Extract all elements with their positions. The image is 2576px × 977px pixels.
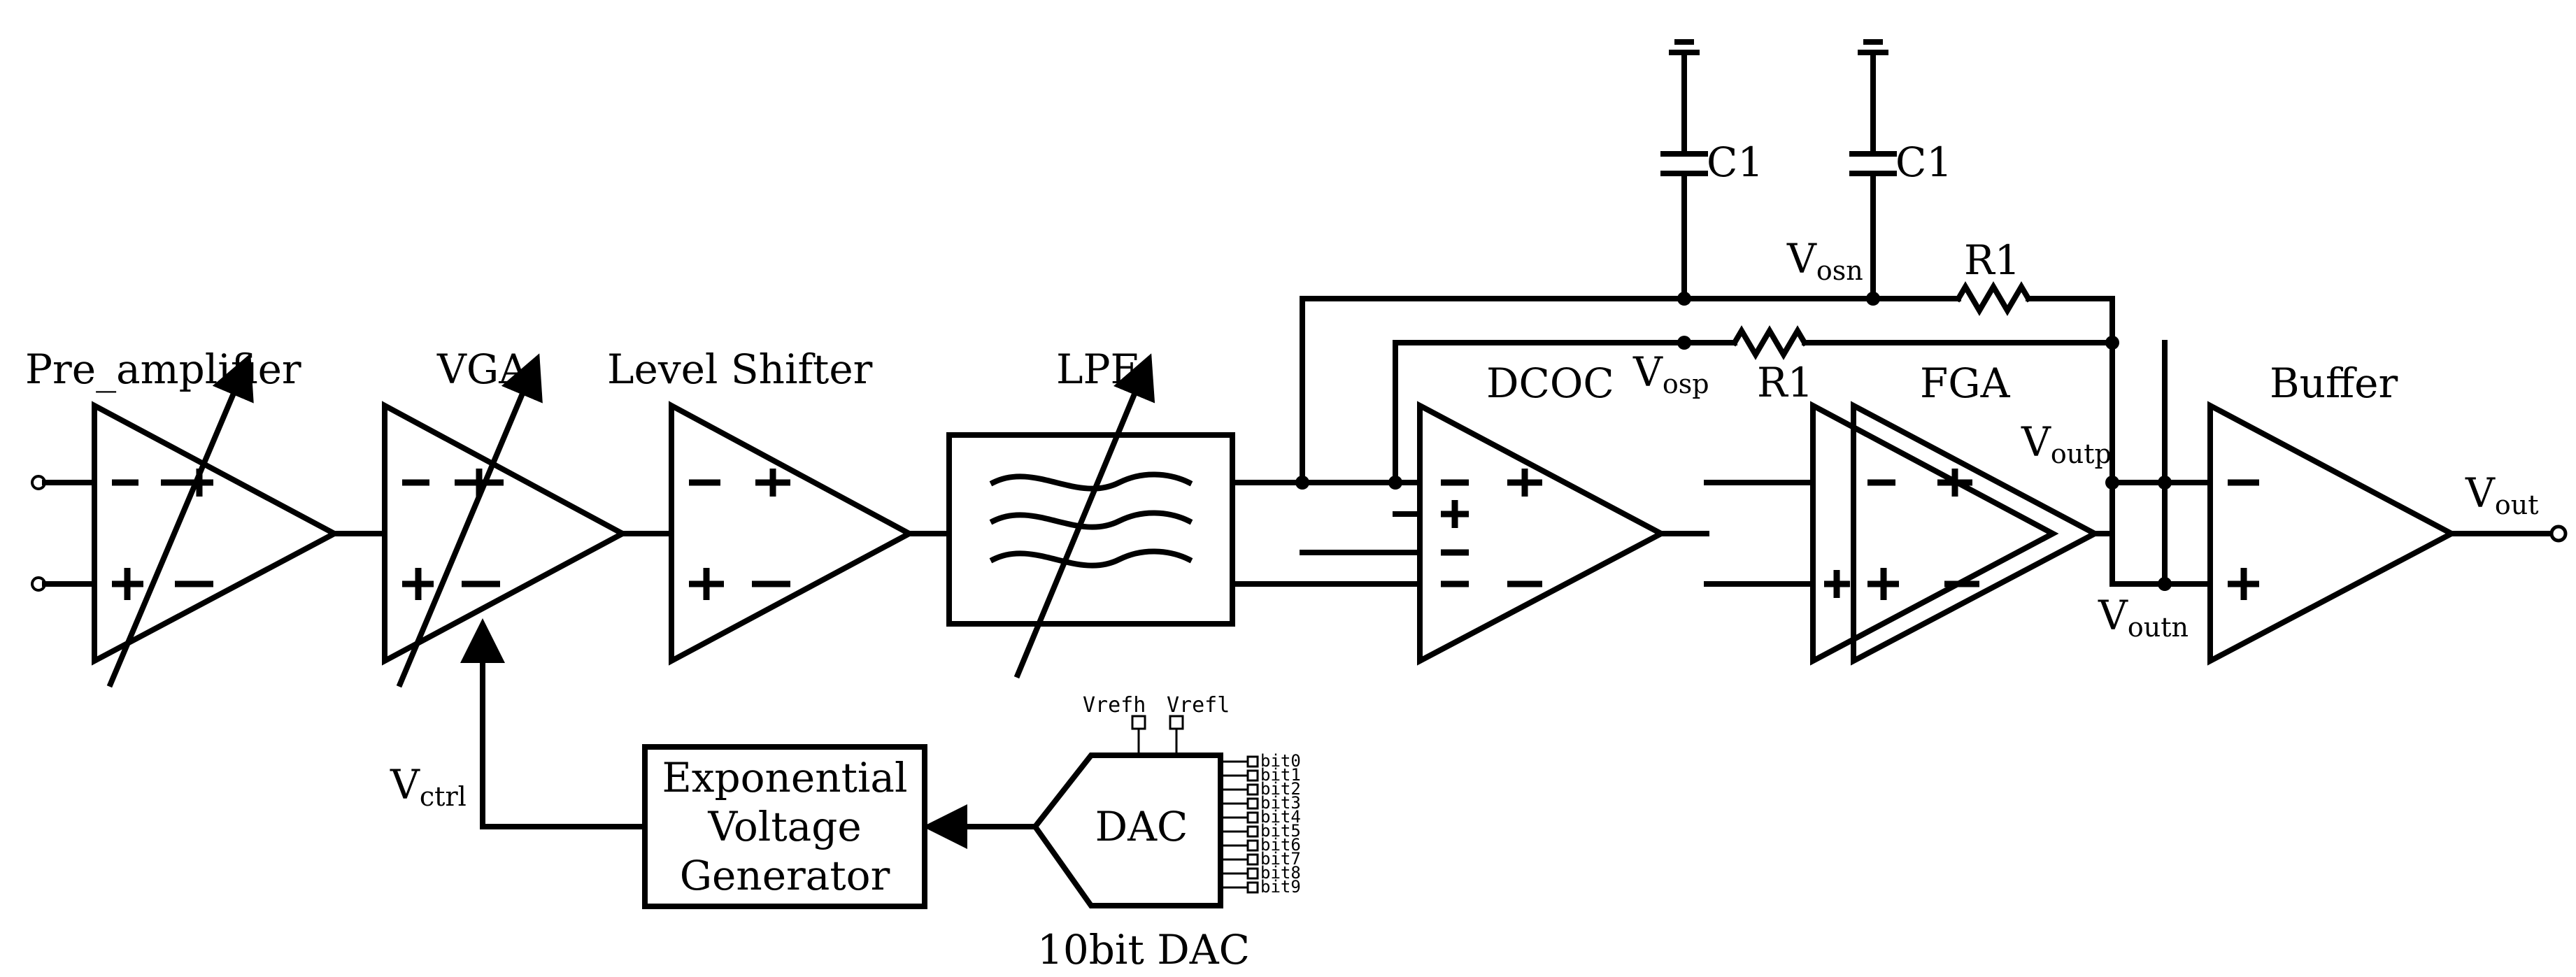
fga-to-buffer-lines <box>2092 480 2213 587</box>
dac: DAC 10bit DAC Vrefh Vrefl bit0 bit1 bit2… <box>923 693 1301 974</box>
dac-caption: 10bit DAC <box>1037 926 1250 974</box>
level-shifter-label: Level Shifter <box>607 345 873 393</box>
res-bottom-label: R1 <box>1757 359 1814 406</box>
buffer-label: Buffer <box>2270 359 2398 407</box>
capacitor-right: C1 <box>1849 39 1952 301</box>
lpf-label: LPF <box>1056 345 1139 393</box>
exp-gen-line-2: Voltage <box>707 803 861 850</box>
dcoc: DCOC <box>1417 359 1709 666</box>
bit5-label: bit5 <box>1260 821 1301 841</box>
voutp-label: Voutp <box>2021 418 2112 469</box>
exp-voltage-generator: Exponential Voltage Generator <box>642 744 927 909</box>
cap-right-label: C1 <box>1895 138 1952 186</box>
bit2-label: bit2 <box>1260 779 1301 799</box>
vrefh-label: Vrefh <box>1083 693 1146 718</box>
vga: VGA <box>382 345 674 688</box>
exp-gen-line-3: Generator <box>680 852 890 899</box>
fga-label: FGA <box>1920 359 2011 407</box>
level-shifter: Level Shifter <box>607 345 951 666</box>
fga: FGA <box>1704 359 2101 666</box>
exp-gen-line-1: Exponential <box>662 754 907 801</box>
pre-amplifier: Pre_amplifier <box>25 345 387 688</box>
res-top-label: R1 <box>1964 236 2021 284</box>
bit0-label: bit0 <box>1260 751 1301 771</box>
vctrl-wire <box>460 618 648 829</box>
bit4-label: bit4 <box>1260 807 1301 827</box>
lpf: LPF <box>946 345 1235 679</box>
vosn-label: Vosn <box>1786 235 1863 286</box>
pre-amplifier-label: Pre_amplifier <box>25 345 301 393</box>
bit6-label: bit6 <box>1260 835 1301 855</box>
input-terminals <box>31 475 97 592</box>
vga-label: VGA <box>436 345 529 393</box>
dcoc-label: DCOC <box>1486 359 1614 407</box>
vosp-label: Vosp <box>1632 348 1709 399</box>
buffer: Buffer <box>2207 359 2568 666</box>
dac-bit-pins: bit0 bit1 bit2 bit3 bit4 bit5 bit6 bit7 … <box>1221 751 1301 897</box>
vctrl-label: Vctrl <box>390 761 467 812</box>
dac-label: DAC <box>1095 803 1188 850</box>
bit8-label: bit8 <box>1260 863 1301 883</box>
bit1-label: bit1 <box>1260 765 1301 785</box>
voutn-label: Voutn <box>2098 592 2189 643</box>
feedback-network <box>1295 281 2172 591</box>
vout-label: Vout <box>2465 469 2539 520</box>
capacitor-left: C1 <box>1660 39 1763 301</box>
vrefl-label: Vrefl <box>1167 693 1230 718</box>
cap-left-label: C1 <box>1707 138 1763 186</box>
lpf-to-dcoc-lines <box>1230 480 1423 587</box>
bit3-label: bit3 <box>1260 793 1301 813</box>
bit9-label: bit9 <box>1260 877 1301 897</box>
bit7-label: bit7 <box>1260 849 1301 869</box>
